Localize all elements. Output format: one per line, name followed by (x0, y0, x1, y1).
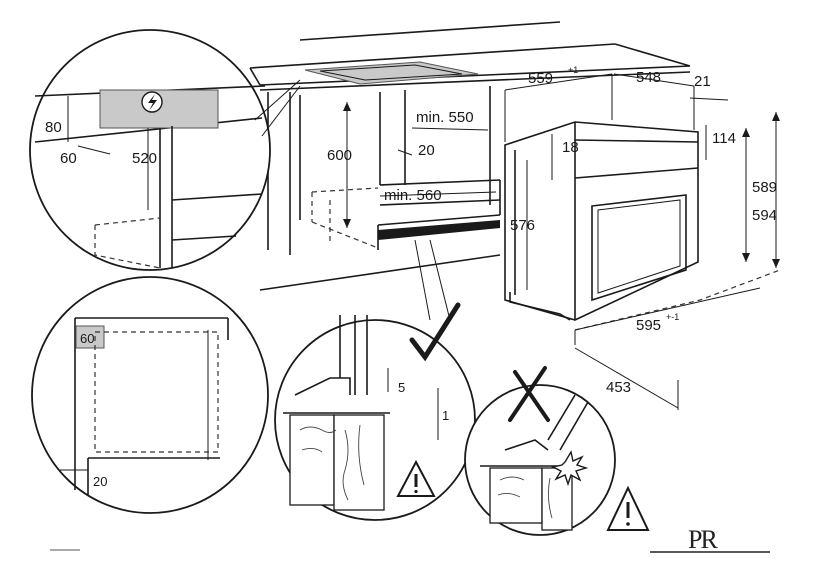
detail-circle-electrical: 80 60 520 (29, 29, 301, 271)
warning-triangle-icon-2 (606, 485, 650, 531)
cabinet-depth-dimension: min. 550 20 min. 560 (379, 109, 497, 204)
oven-side-height-dimension: 576 (510, 160, 535, 290)
dim-60-top: 60 (60, 150, 77, 167)
warning-triangle-icon (396, 459, 436, 497)
dim-min550: min. 550 (416, 109, 474, 126)
detail-circle-incorrect (464, 366, 650, 536)
check-mark-icon (409, 302, 461, 362)
oven-bottom-width-dimension: 595 +-1 (574, 269, 781, 345)
dim-20-cabinet: 20 (418, 142, 435, 159)
dim-114: 114 (712, 130, 736, 147)
logo-text: PR (688, 525, 718, 554)
detail-circle-correct: 5 1 (274, 239, 476, 521)
logo-watermark: PR (650, 525, 770, 554)
door-thickness-dimension: 21 (689, 73, 729, 101)
oven-unit (504, 121, 699, 321)
dim-548: 548 (636, 69, 661, 86)
dim-559: 559 (528, 70, 553, 87)
dim-589: 589 (752, 179, 777, 196)
dim-594: 594 (752, 207, 777, 224)
dim-600: 600 (327, 147, 352, 164)
oven-bottom-depth-dimension: 453 (574, 347, 679, 410)
dim-60-side: 60 (80, 331, 94, 346)
dim-1: 1 (442, 408, 449, 423)
dim-min560: min. 560 (384, 187, 442, 204)
dim-595-tolerance: +-1 (666, 312, 679, 322)
cross-mark-icon (508, 366, 550, 422)
dim-559-tolerance: +1 (568, 65, 578, 75)
dim-18: 18 (562, 139, 579, 156)
dim-520: 520 (132, 150, 157, 167)
panel-height-dimension: 18 114 (551, 125, 736, 180)
oven-width-top-dimension: 559 +1 (504, 65, 613, 142)
cabinet-height-dimension: 600 (327, 102, 352, 228)
detail-circle-side-clearance: 60 20 (31, 276, 269, 514)
cabinet-carcass (259, 86, 501, 291)
dim-80: 80 (45, 119, 62, 136)
dim-5: 5 (398, 380, 405, 395)
dim-21: 21 (694, 73, 711, 90)
dim-20-side: 20 (93, 474, 107, 489)
kitchen-worktop (249, 21, 691, 91)
dim-453: 453 (606, 379, 631, 396)
electric-hazard-icon (141, 91, 163, 113)
dim-595: 595 (636, 317, 661, 334)
oven-depth-top-dimension: 548 (613, 69, 695, 130)
impact-spark-icon (550, 450, 589, 487)
oven-front-height-dimension: 589 594 (742, 112, 780, 268)
dim-576: 576 (510, 217, 535, 234)
